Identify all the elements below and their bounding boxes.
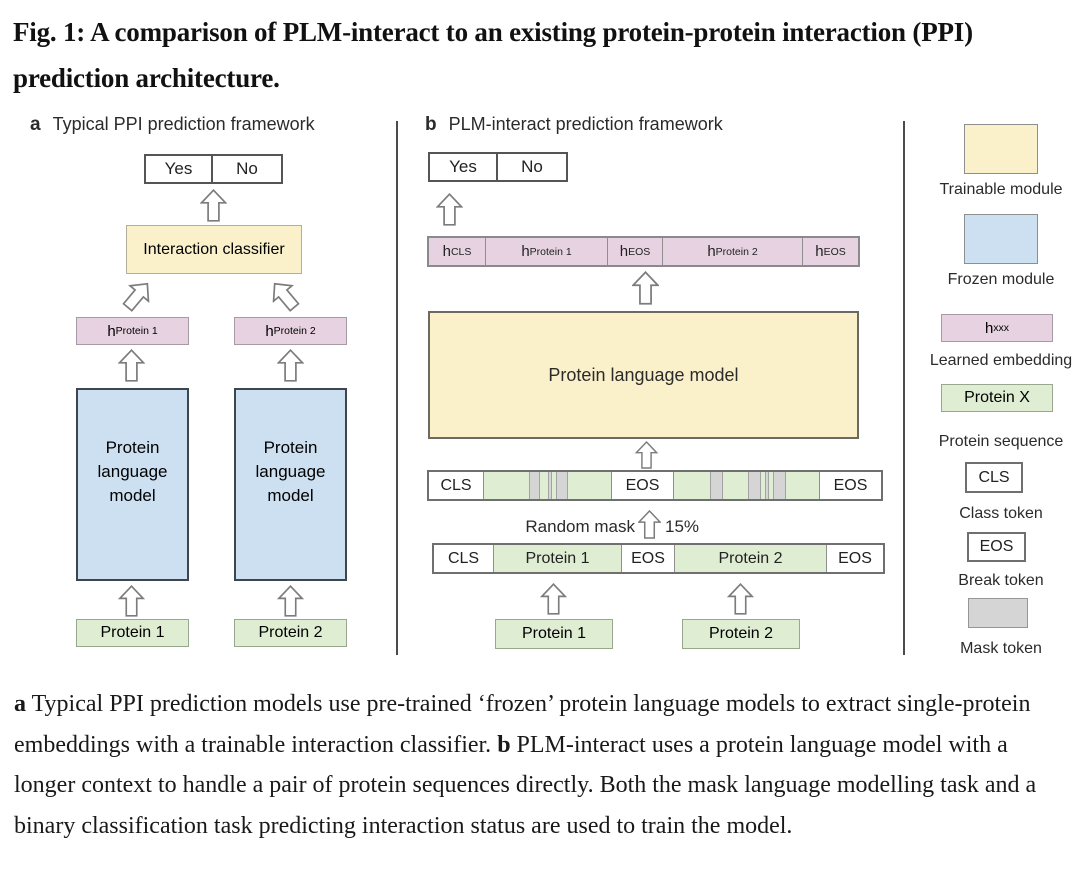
mask-token <box>548 472 552 499</box>
masked-token-bar: CLS EOS EOS <box>427 470 883 501</box>
yes-cell: Yes <box>430 154 498 180</box>
yes-cell: Yes <box>146 156 213 182</box>
protein1-input-box: Protein 1 <box>495 619 613 649</box>
up-arrow-icon <box>200 189 227 222</box>
up-arrow-icon <box>277 349 304 382</box>
interaction-classifier-box: Interaction classifier <box>126 225 302 274</box>
mask-token <box>748 472 761 499</box>
up-arrow-icon <box>436 193 463 226</box>
cls-token-cell: CLS <box>434 545 494 572</box>
legend-frozen-swatch <box>964 214 1038 264</box>
random-mask-label: Random mask <box>525 517 635 536</box>
no-cell: No <box>236 159 258 178</box>
eos-end-token-cell: EOS <box>820 472 881 499</box>
masked-protein2-cell <box>674 472 820 499</box>
up-arrow-icon <box>632 271 659 305</box>
mask-token <box>765 472 769 499</box>
frozen-plm-box-2: Protein language model <box>234 388 347 581</box>
cls-token-cell: CLS <box>429 472 484 499</box>
no-cell: No <box>521 157 543 176</box>
legend-eos-swatch: EOS <box>967 532 1026 562</box>
mask-token <box>710 472 723 499</box>
mask-token <box>773 472 786 499</box>
up-arrow-icon <box>118 349 145 382</box>
protein2-input-box: Protein 2 <box>682 619 800 649</box>
figure-title: Fig. 1: A comparison of PLM-interact to … <box>13 17 973 93</box>
mask-percent-label: 15% <box>665 517 700 536</box>
panel-b-decision-box: Yes No <box>428 152 568 182</box>
legend-divider <box>903 121 905 655</box>
token-bar: CLS Protein 1 EOS Protein 2 EOS <box>432 543 885 574</box>
up-arrow-icon <box>634 441 659 469</box>
up-arrow-icon <box>540 583 567 615</box>
frozen-plm-box-1: Protein language model <box>76 388 189 581</box>
legend-trainable-label: Trainable module <box>939 181 1063 198</box>
up-arrow-icon <box>118 585 145 617</box>
protein2-input-box: Protein 2 <box>234 619 347 647</box>
caption-a-label: a <box>14 691 26 717</box>
figure-caption: a Typical PPI prediction models use pre-… <box>14 691 1037 839</box>
caption-b-label: b <box>497 731 511 758</box>
legend-protein-label: Protein sequence <box>938 433 1064 450</box>
panel-divider <box>396 121 398 655</box>
protein2-token-cell: Protein 2 <box>675 545 827 572</box>
masked-protein1-cell <box>484 472 612 499</box>
legend-protein-swatch: Protein X <box>941 384 1053 412</box>
legend-frozen-label: Frozen module <box>947 271 1055 288</box>
protein1-input-box: Protein 1 <box>76 619 189 647</box>
panel-b-label: b <box>425 114 437 135</box>
mask-token <box>556 472 568 499</box>
up-arrow-icon <box>727 583 754 615</box>
diagonal-up-left-arrow-icon <box>264 274 306 317</box>
panel-a-label: a <box>30 114 41 135</box>
up-arrow-icon <box>638 508 661 541</box>
protein1-token-cell: Protein 1 <box>494 545 622 572</box>
trainable-plm-box: Protein language model <box>428 311 859 439</box>
legend-cls-swatch: CLS <box>965 462 1023 493</box>
up-arrow-icon <box>277 585 304 617</box>
legend-mask-label: Mask token <box>960 640 1042 657</box>
eos-token-cell: EOS <box>622 545 675 572</box>
eos-token-cell: EOS <box>612 472 674 499</box>
eos-end-token-cell: EOS <box>827 545 883 572</box>
legend-mask-swatch <box>968 598 1028 628</box>
legend-eos-label: Break token <box>958 572 1044 589</box>
legend-embedding-label: Learned embedding <box>929 352 1073 369</box>
panel-a-decision-box: Yes No <box>144 154 283 184</box>
mask-token <box>529 472 540 499</box>
legend-trainable-swatch <box>964 124 1038 174</box>
diagonal-up-right-arrow-icon <box>117 274 159 317</box>
legend-cls-label: Class token <box>959 505 1043 522</box>
